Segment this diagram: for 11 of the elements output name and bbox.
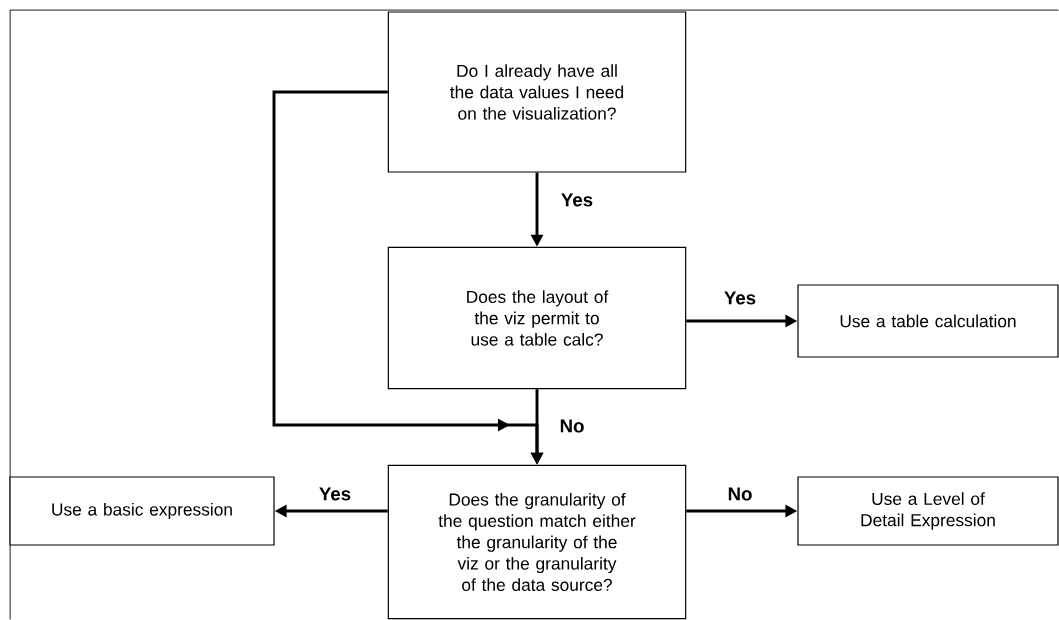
edge-label: Yes (317, 486, 353, 502)
edge-label: Yes (559, 192, 595, 208)
process-box: Use a basic expression (9, 476, 275, 546)
process-box: Use a Level of Detail Expression (797, 476, 1059, 546)
edge-label: No (726, 486, 754, 502)
process-box: Use a table calculation (797, 284, 1059, 358)
edge-label: No (558, 418, 586, 434)
edge-label: Yes (722, 290, 758, 306)
process-box: Does the layout of the viz permit to use a table calc? (387, 246, 687, 390)
process-box: Does the granularity of the question match either the granularity of the viz or the granularity of the data source? (387, 464, 687, 620)
process-box: Do I already have all the data values I need on the visualization? (387, 11, 687, 173)
